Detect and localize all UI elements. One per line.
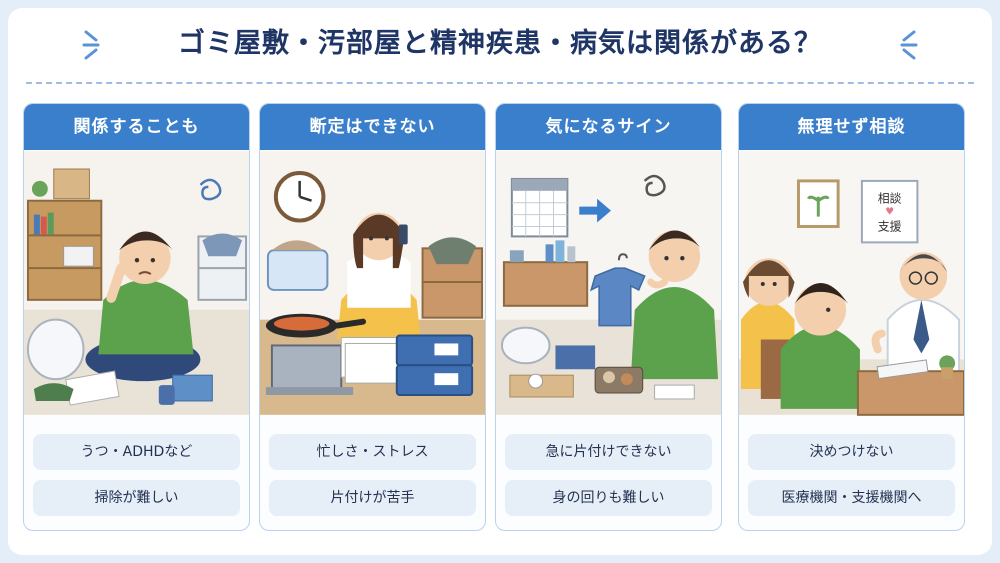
page-title: ゴミ屋敷・汚部屋と精神疾患・病気は関係がある？ <box>178 28 822 59</box>
title-area: ゴミ屋敷・汚部屋と精神疾患・病気は関係がある？ <box>0 22 1000 66</box>
sparkle-left-icon <box>82 30 100 60</box>
sparkle-right-icon <box>900 30 918 60</box>
poster-text-consult: 相談 <box>878 192 902 206</box>
card-undetermined: 断定はできない 忙しさ・ストレス 片付けが苦手 <box>259 103 486 531</box>
calendar-clutter-person-icon <box>496 151 721 415</box>
card-point: 片付けが苦手 <box>269 480 476 516</box>
doctor-consultation-icon: 相談 ♥ 支援 <box>739 151 964 416</box>
messy-room-person-icon <box>24 151 249 415</box>
busy-woman-cooking-phone-icon <box>260 151 485 415</box>
card-header: 無理せず相談 <box>739 104 964 150</box>
card-point: 医療機関・支援機関へ <box>748 480 955 516</box>
card-point: 決めつけない <box>748 434 955 470</box>
svg-text:♥: ♥ <box>885 207 894 218</box>
poster-text-support: 支援 <box>878 219 902 233</box>
title-divider <box>26 82 974 84</box>
card-point: うつ・ADHDなど <box>33 434 240 470</box>
card-header: 気になるサイン <box>496 104 721 150</box>
card-point: 忙しさ・ストレス <box>269 434 476 470</box>
card-consult: 無理せず相談 相談 ♥ 支援 決めつけない 医 <box>738 103 965 531</box>
card-related: 関係することも うつ・ADHDなど 掃除が難しい <box>23 103 250 531</box>
card-header: 断定はできない <box>260 104 485 150</box>
card-point: 掃除が難しい <box>33 480 240 516</box>
card-warning-signs: 気になるサイン 急に片付けできない <box>495 103 722 531</box>
card-point: 身の回りも難しい <box>505 480 712 516</box>
card-header: 関係することも <box>24 104 249 150</box>
card-point: 急に片付けできない <box>505 434 712 470</box>
